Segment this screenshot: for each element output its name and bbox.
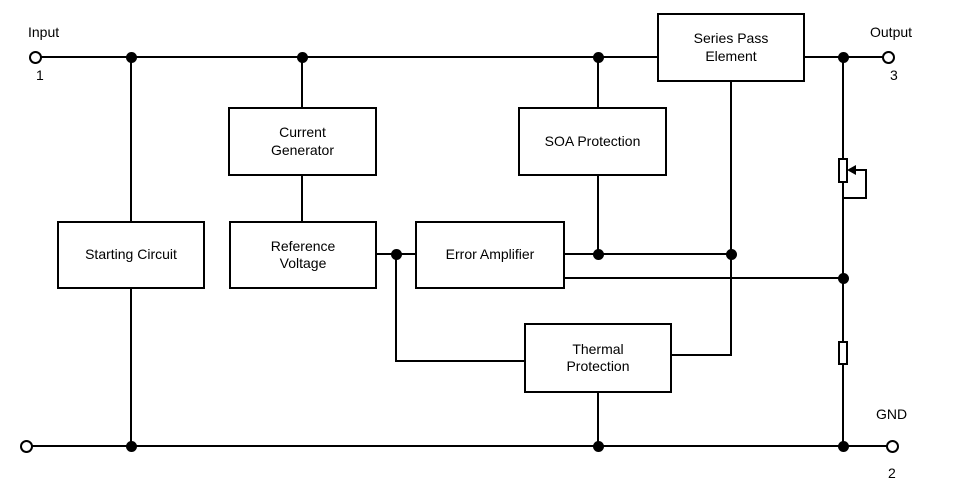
wire-wiper-bottom [842, 197, 867, 199]
junction-dot [593, 249, 604, 260]
junction-dot [593, 441, 604, 452]
block-label: Starting Circuit [85, 246, 177, 263]
input-terminal [29, 51, 42, 64]
output-terminal [882, 51, 895, 64]
junction-dot [838, 441, 849, 452]
wire-thermal-to-ground [597, 393, 599, 446]
wire-soa-to-error-amp-line [597, 176, 599, 254]
output-label: Output [870, 24, 913, 40]
wire-rail-to-soa [597, 57, 599, 107]
wire-rail-to-current-generator [301, 57, 303, 107]
wire-ground-rail [32, 445, 888, 447]
wire-input-to-starting-circuit [130, 57, 132, 222]
gnd-label: GND [876, 406, 908, 422]
junction-dot [726, 249, 737, 260]
wire-reference-to-thermal [395, 254, 397, 361]
wire-input-rail [40, 56, 658, 58]
junction-dot [297, 52, 308, 63]
block-soa-protection: SOA Protection [518, 107, 667, 176]
resistor-lower [838, 341, 848, 365]
input-label: Input [28, 24, 60, 40]
junction-dot [838, 52, 849, 63]
block-label: Error Amplifier [445, 246, 535, 263]
wire-output-rail-middle [842, 183, 844, 341]
potentiometer-wiper-arrow-icon [847, 165, 856, 175]
output-pin: 3 [890, 67, 898, 83]
block-starting-circuit: Starting Circuit [57, 221, 205, 289]
block-label: Reference Voltage [270, 237, 336, 272]
wire-error-amp-feedback [565, 277, 845, 279]
block-thermal-protection: Thermal Protection [524, 323, 672, 393]
wire-thermal-left [395, 360, 524, 362]
gnd-pin: 2 [888, 465, 896, 481]
wire-wiper-top [853, 169, 866, 171]
block-label: Thermal Protection [566, 340, 630, 375]
block-label: Current Generator [270, 124, 335, 158]
wire-output-rail-lower [842, 365, 844, 446]
wire-wiper-right [865, 169, 867, 199]
wire-series-pass-to-thermal [730, 82, 732, 355]
wire-error-amp-upper-out [565, 253, 732, 255]
wire-output-rail-upper [842, 57, 844, 158]
block-reference-voltage: Reference Voltage [229, 221, 377, 289]
ground-left-terminal [20, 440, 33, 453]
input-pin: 1 [36, 67, 44, 83]
block-error-amplifier: Error Amplifier [415, 221, 565, 289]
block-series-pass-element: Series Pass Element [657, 13, 805, 82]
block-label: SOA Protection [544, 132, 641, 149]
wire-thermal-right [672, 354, 732, 356]
block-label: Series Pass Element [693, 30, 769, 64]
junction-dot [126, 52, 137, 63]
block-current-generator: Current Generator [228, 107, 377, 176]
junction-dot [593, 52, 604, 63]
wire-starting-circuit-to-ground [130, 289, 132, 446]
ground-terminal [886, 440, 899, 453]
junction-dot [391, 249, 402, 260]
wire-current-gen-to-reference [301, 176, 303, 222]
junction-dot [838, 273, 849, 284]
junction-dot [126, 441, 137, 452]
